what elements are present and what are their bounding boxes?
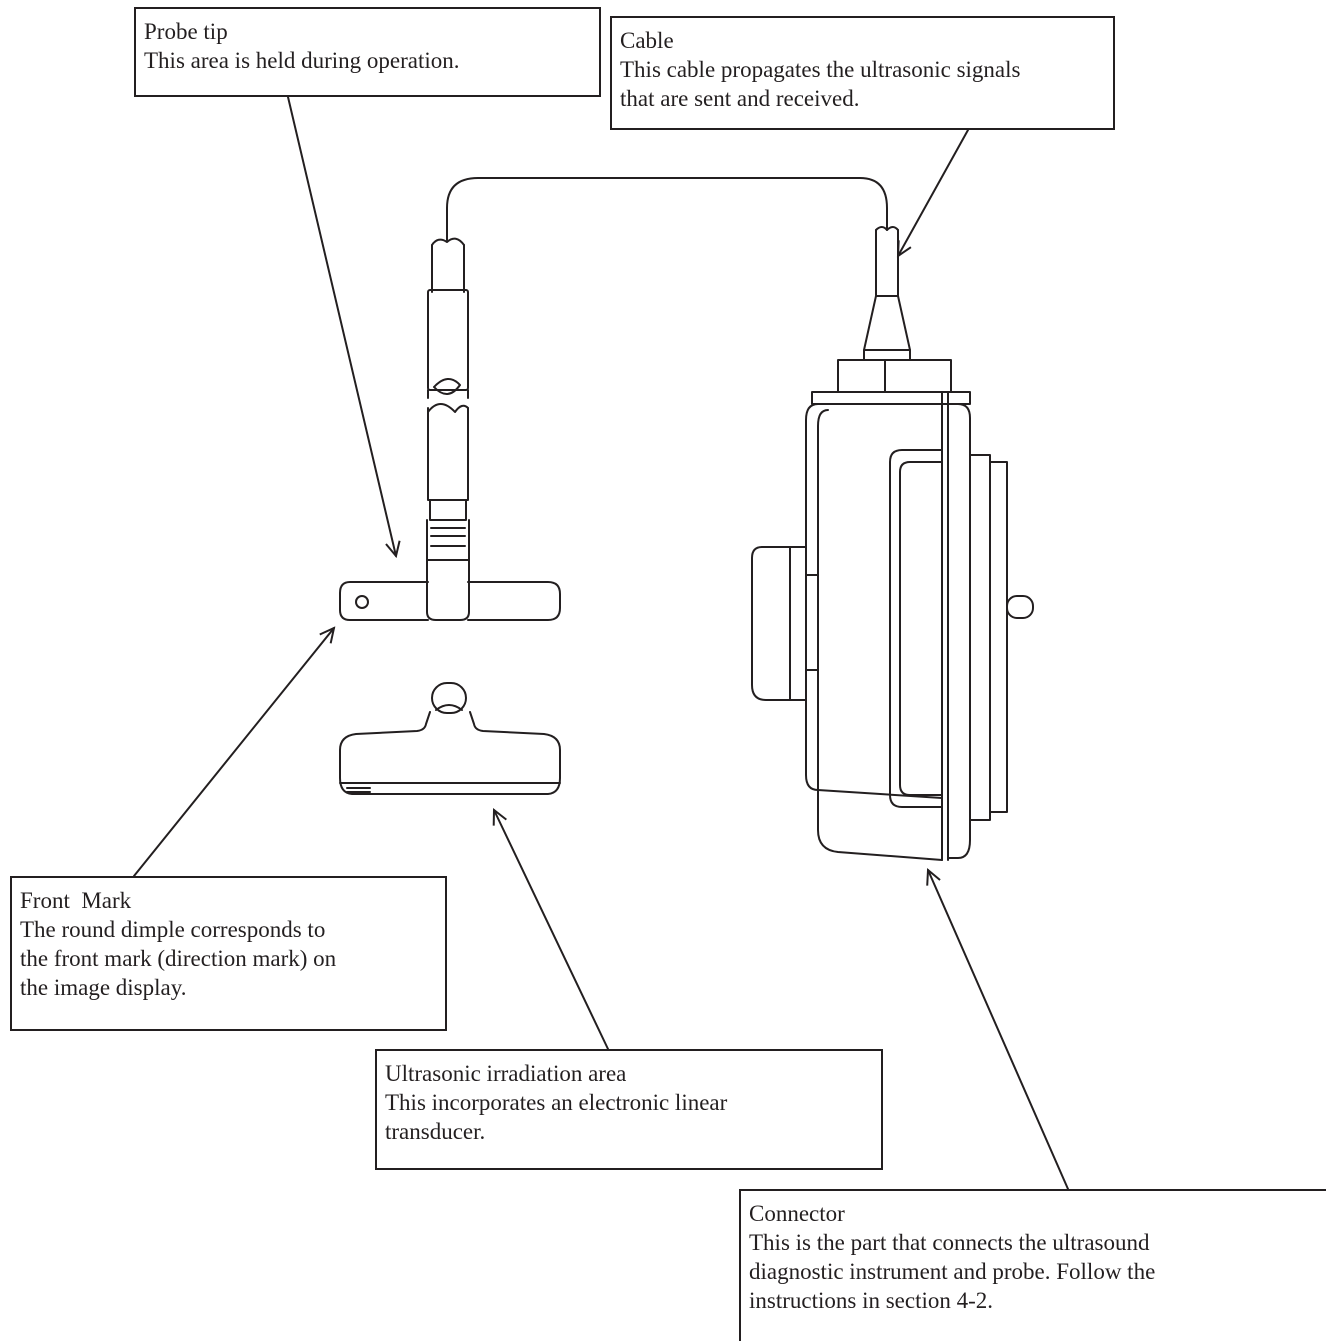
cable-arrow (898, 129, 969, 256)
probe-tip-arrow (287, 96, 396, 556)
ultrasonic-area-arrow (494, 810, 609, 1050)
ultrasonic-head (339, 682, 561, 795)
ultrasonic-area-title: Ultrasonic irradiation area (385, 1061, 627, 1086)
front-mark-dimple (355, 595, 369, 609)
connector-title: Connector (749, 1201, 845, 1226)
front-mark-callout: Front Mark The round dimple corresponds … (10, 876, 447, 1031)
connector-arrow (928, 870, 1069, 1190)
cable-line (446, 177, 888, 241)
ultrasonic-area-callout: Ultrasonic irradiation area This incorpo… (375, 1049, 883, 1170)
probe-tip-description: This area is held during operation. (144, 48, 460, 73)
cable-title: Cable (620, 28, 674, 53)
front-mark-arrow (133, 628, 334, 877)
front-mark-title: Front Mark (20, 888, 132, 913)
probe-tip-callout: Probe tip This area is held during opera… (134, 7, 601, 97)
connector-body (751, 226, 1034, 861)
probe-handle (426, 237, 470, 561)
ultrasonic-area-description: This incorporates an electronic linear t… (385, 1090, 728, 1144)
connector-description: This is the part that connects the ultra… (749, 1230, 1156, 1313)
front-mark-description: The round dimple corresponds to the fron… (20, 917, 337, 1000)
cable-description: This cable propagates the ultrasonic sig… (620, 57, 1021, 111)
probe-tip (339, 559, 561, 621)
probe-tip-title: Probe tip (144, 19, 228, 44)
cable-callout: Cable This cable propagates the ultrason… (610, 16, 1115, 130)
connector-callout: Connector This is the part that connects… (739, 1189, 1326, 1341)
